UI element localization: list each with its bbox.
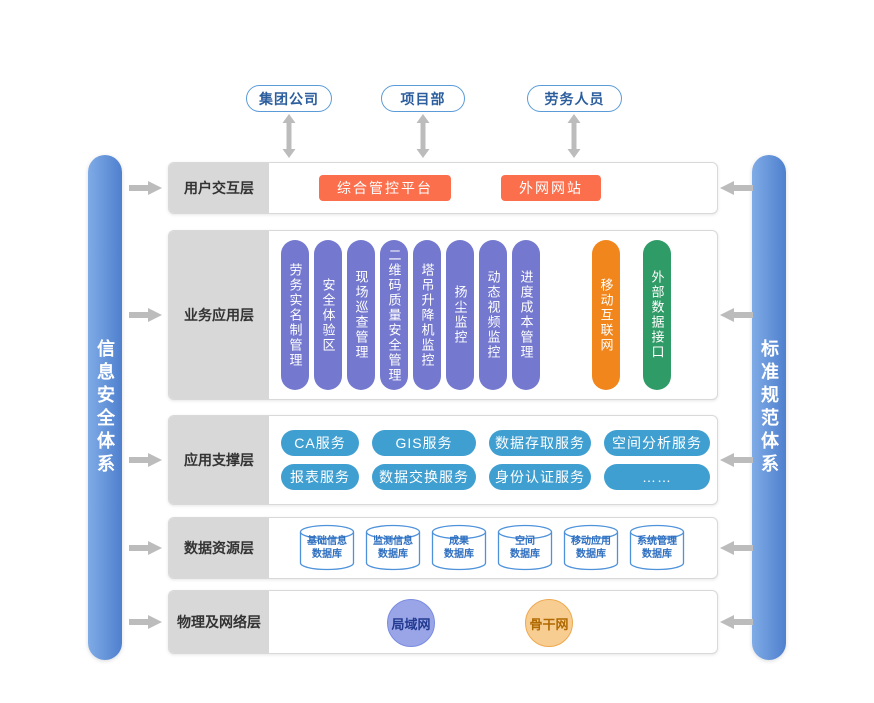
database-cylinder: 移动应用 数据库 bbox=[563, 524, 619, 572]
database-label: 系统管理 数据库 bbox=[637, 536, 677, 560]
database-label: 基础信息 数据库 bbox=[307, 536, 347, 560]
business-app-pill: 二维码质量安全管理 bbox=[380, 240, 408, 390]
database-cylinder: 空间 数据库 bbox=[497, 524, 553, 572]
service-button: CA服务 bbox=[281, 430, 359, 456]
business-app-pill: 现场巡查管理 bbox=[347, 240, 375, 390]
standard-spec-bar: 标准规范体系 bbox=[752, 155, 786, 660]
database-cylinder: 成果 数据库 bbox=[431, 524, 487, 572]
business-app-pill: 劳务实名制管理 bbox=[281, 240, 309, 390]
arrow-right-icon bbox=[129, 541, 162, 555]
layer-network-content: 局域网 骨干网 bbox=[269, 591, 717, 653]
database-icon bbox=[563, 524, 619, 571]
service-button: 空间分析服务 bbox=[604, 430, 710, 456]
database-cylinder: 系统管理 数据库 bbox=[629, 524, 685, 572]
mobile-internet-pill: 移动互联网 bbox=[592, 240, 620, 390]
service-button: 数据存取服务 bbox=[489, 430, 591, 456]
service-button: 身份认证服务 bbox=[489, 464, 591, 490]
service-button: 数据交换服务 bbox=[372, 464, 476, 490]
double-arrow-icon bbox=[282, 114, 296, 158]
service-button: GIS服务 bbox=[372, 430, 476, 456]
database-label: 成果 数据库 bbox=[444, 536, 474, 560]
layer-label: 用户交互层 bbox=[169, 163, 269, 213]
database-label: 监测信息 数据库 bbox=[373, 536, 413, 560]
layer-application-support: 应用支撑层 CA服务 GIS服务 数据存取服务 空间分析服务 报表服务 数据交换… bbox=[168, 415, 718, 505]
external-data-interface-pill: 外部数据接口 bbox=[643, 240, 671, 390]
database-icon bbox=[431, 524, 487, 571]
business-app-pill: 安全体验区 bbox=[314, 240, 342, 390]
business-app-pill: 动态视频监控 bbox=[479, 240, 507, 390]
arrow-right-icon bbox=[129, 453, 162, 467]
arrow-left-icon bbox=[720, 308, 753, 322]
double-arrow-icon bbox=[567, 114, 581, 158]
top-node-labor-personnel: 劳务人员 bbox=[527, 85, 622, 112]
database-icon bbox=[365, 524, 421, 571]
arrow-right-icon bbox=[129, 181, 162, 195]
layer-user-content: 综合管控平台 外网网站 bbox=[269, 163, 717, 213]
business-app-pill: 扬尘监控 bbox=[446, 240, 474, 390]
layer-business-content: 劳务实名制管理 安全体验区 现场巡查管理 二维码质量安全管理 塔吊升降机监控 扬… bbox=[269, 231, 717, 399]
layer-label: 数据资源层 bbox=[169, 518, 269, 578]
database-label: 移动应用 数据库 bbox=[571, 536, 611, 560]
business-app-pill: 进度成本管理 bbox=[512, 240, 540, 390]
info-security-bar: 信息安全体系 bbox=[88, 155, 122, 660]
database-icon bbox=[497, 524, 553, 571]
layer-label: 应用支撑层 bbox=[169, 416, 269, 504]
database-cylinder: 基础信息 数据库 bbox=[299, 524, 355, 572]
layer-data-resource: 数据资源层 基础信息 数据库 监测信息 数据库 成果 数据库 空间 数据库 移动… bbox=[168, 517, 718, 579]
database-cylinder: 监测信息 数据库 bbox=[365, 524, 421, 572]
integrated-platform-button: 综合管控平台 bbox=[319, 175, 451, 201]
service-row: CA服务 GIS服务 数据存取服务 空间分析服务 bbox=[281, 430, 717, 456]
info-security-label: 信息安全体系 bbox=[95, 338, 115, 477]
top-node-group-company: 集团公司 bbox=[246, 85, 332, 112]
standard-spec-label: 标准规范体系 bbox=[759, 338, 779, 477]
layer-data-content: 基础信息 数据库 监测信息 数据库 成果 数据库 空间 数据库 移动应用 数据库… bbox=[269, 518, 717, 578]
service-button: …… bbox=[604, 464, 710, 490]
arrow-left-icon bbox=[720, 541, 753, 555]
layer-physical-network: 物理及网络层 局域网 骨干网 bbox=[168, 590, 718, 654]
service-button: 报表服务 bbox=[281, 464, 359, 490]
arrow-left-icon bbox=[720, 181, 753, 195]
arrow-left-icon bbox=[720, 453, 753, 467]
lan-network-node: 局域网 bbox=[387, 599, 435, 647]
layer-support-content: CA服务 GIS服务 数据存取服务 空间分析服务 报表服务 数据交换服务 身份认… bbox=[269, 416, 717, 504]
layer-user-interaction: 用户交互层 综合管控平台 外网网站 bbox=[168, 162, 718, 214]
backbone-network-node: 骨干网 bbox=[525, 599, 573, 647]
arrow-right-icon bbox=[129, 308, 162, 322]
double-arrow-icon bbox=[416, 114, 430, 158]
layer-business-application: 业务应用层 劳务实名制管理 安全体验区 现场巡查管理 二维码质量安全管理 塔吊升… bbox=[168, 230, 718, 400]
business-app-pill: 塔吊升降机监控 bbox=[413, 240, 441, 390]
extranet-website-button: 外网网站 bbox=[501, 175, 601, 201]
database-icon bbox=[299, 524, 355, 571]
layer-label: 物理及网络层 bbox=[169, 591, 269, 653]
database-label: 空间 数据库 bbox=[510, 536, 540, 560]
top-node-project-department: 项目部 bbox=[381, 85, 465, 112]
arrow-right-icon bbox=[129, 615, 162, 629]
database-icon bbox=[629, 524, 685, 571]
layer-label: 业务应用层 bbox=[169, 231, 269, 399]
arrow-left-icon bbox=[720, 615, 753, 629]
service-row: 报表服务 数据交换服务 身份认证服务 …… bbox=[281, 464, 717, 490]
